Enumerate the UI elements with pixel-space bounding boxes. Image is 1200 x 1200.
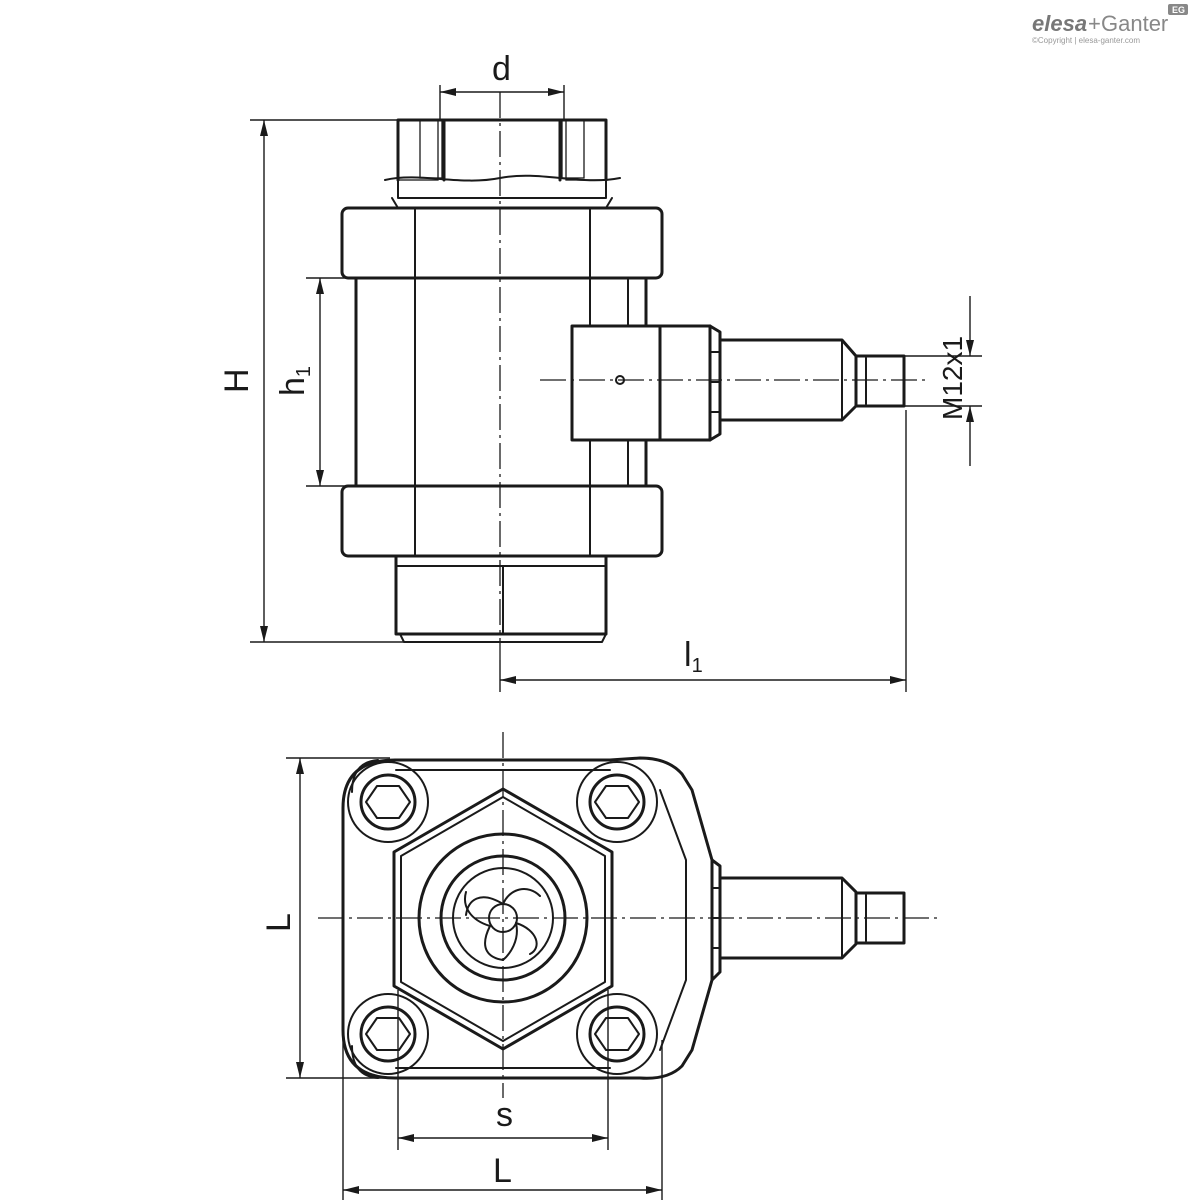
brand-logo: elesa + Ganter EG ©Copyright | elesa-gan…: [1032, 4, 1188, 45]
top-port-edge: [659, 789, 687, 1051]
dim-l1-main: l: [684, 636, 692, 674]
top-view: [318, 732, 940, 1098]
bolt-bottom-right: [576, 993, 658, 1075]
dim-s-label: s: [496, 1096, 513, 1134]
lower-flange-edges: [414, 485, 591, 557]
dim-h1-main: h: [274, 377, 312, 396]
lower-flange: [340, 484, 664, 558]
dim-h1-sub: 1: [293, 366, 315, 377]
dim-L-side-label: L: [260, 913, 298, 932]
bolt-bottom-left: [347, 993, 429, 1075]
top-flange-outline: [341, 756, 714, 1080]
logo-elesa-text: elesa: [1032, 11, 1087, 36]
dim-l1-sub: 1: [692, 655, 703, 677]
dim-l1-label: l1: [684, 636, 703, 677]
logo-plus-text: +: [1088, 11, 1101, 36]
dim-thread-label: M12x1: [937, 336, 968, 420]
top-flange-edge-arcs: [351, 759, 379, 1079]
bolt-top-left: [347, 761, 429, 843]
dim-L-bottom-label: L: [493, 1152, 512, 1190]
top-dimensions: L s L: [260, 757, 663, 1200]
top-side-sensor: [710, 858, 906, 982]
front-dimensions: d H h1 l1 M12x1: [218, 50, 982, 692]
bottom-nut: [394, 554, 608, 643]
dim-h1-label: h1: [274, 366, 315, 396]
logo-badge-text: EG: [1172, 5, 1185, 15]
logo-ganter-text: Ganter: [1101, 11, 1168, 36]
top-union: [384, 118, 621, 209]
logo-badge-shape: [1168, 4, 1188, 15]
upper-flange-edges: [414, 207, 591, 279]
dim-H-label: H: [218, 368, 256, 393]
side-sensor: [570, 324, 906, 442]
dim-d-label: d: [492, 50, 511, 88]
upper-flange: [340, 206, 664, 280]
top-hexagon-inner: [400, 796, 606, 1042]
logo-copyright: ©Copyright | elesa-ganter.com: [1032, 36, 1140, 45]
front-view: [340, 92, 928, 660]
bolt-top-right: [576, 761, 658, 843]
